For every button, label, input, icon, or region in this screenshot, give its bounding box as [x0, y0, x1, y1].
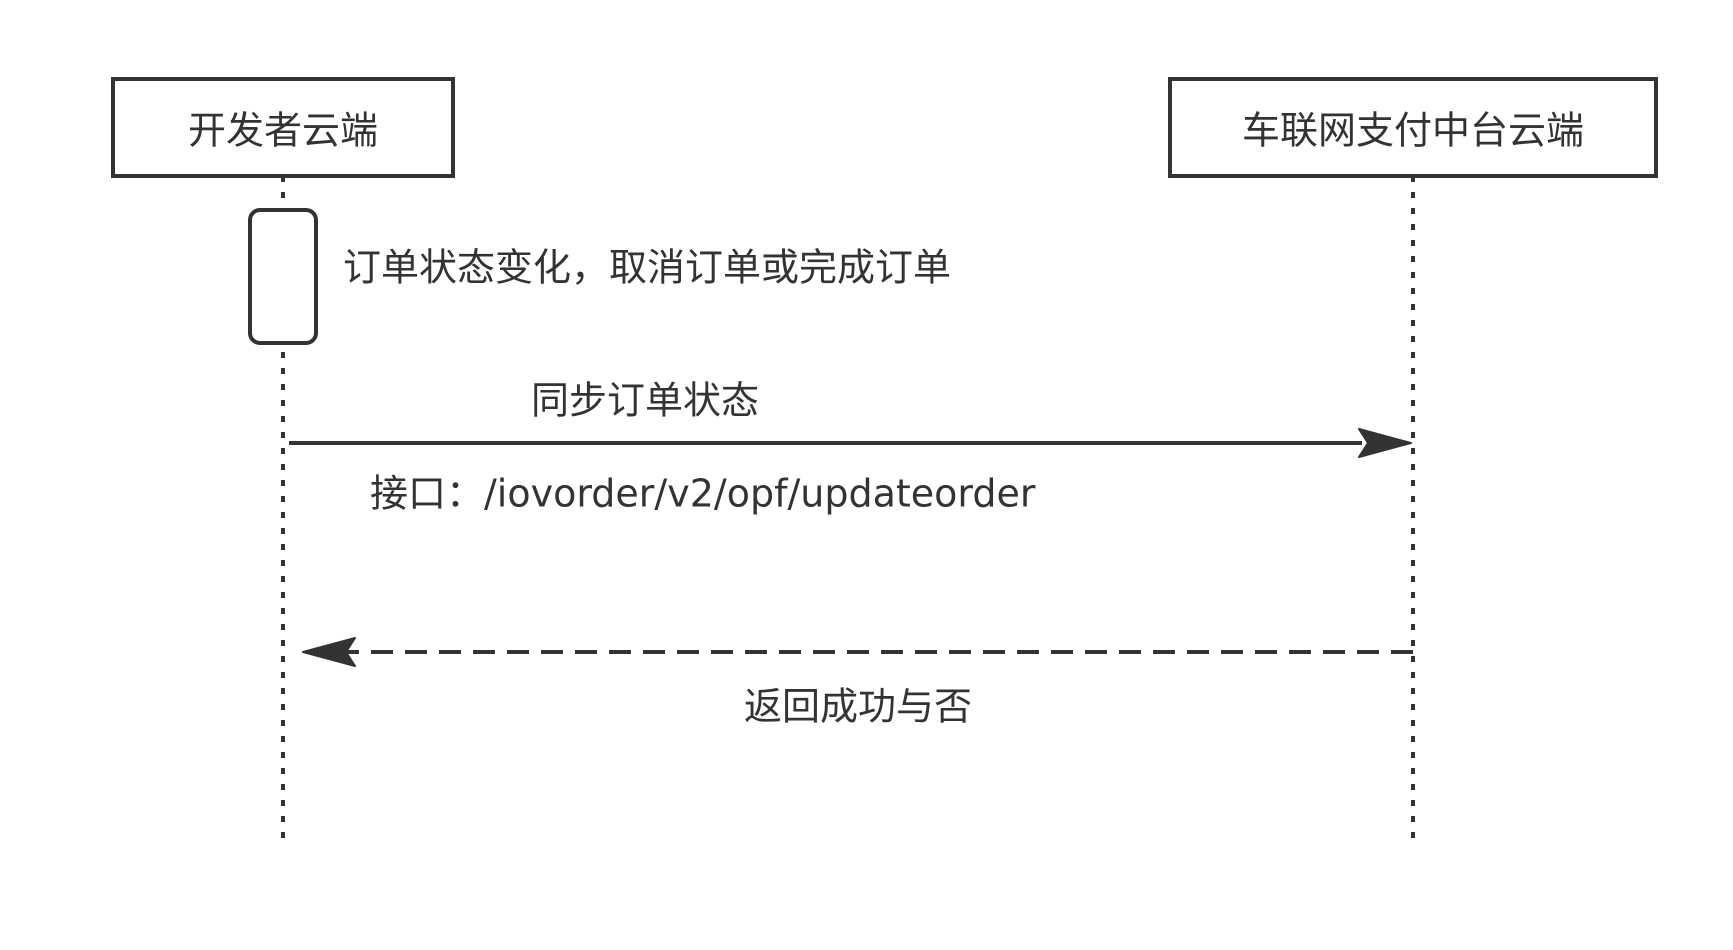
- activation-note: 订单状态变化，取消订单或完成订单: [343, 246, 951, 290]
- message-sync-order-status: 同步订单状态 接口：/iovorder/v2/opf/updateorder: [289, 379, 1412, 516]
- message-sync-order-status-label: 同步订单状态: [531, 379, 759, 423]
- participant-developer-box: [111, 77, 455, 178]
- activation-bar: [248, 208, 318, 345]
- arrowhead-right-icon: [1358, 428, 1412, 458]
- message-sync-order-status-interface: 接口：/iovorder/v2/opf/updateorder: [370, 472, 1036, 516]
- participant-platform-box: [1168, 77, 1658, 178]
- message-return-result: 返回成功与否: [302, 637, 1413, 729]
- message-return-result-label: 返回成功与否: [744, 685, 972, 729]
- arrowhead-left-icon: [302, 637, 356, 667]
- participant-developer: 开发者云端: [111, 77, 455, 178]
- participant-platform: 车联网支付中台云端: [1168, 77, 1658, 178]
- participant-developer-label: 开发者云端: [188, 109, 378, 153]
- participant-platform-label: 车联网支付中台云端: [1242, 109, 1584, 153]
